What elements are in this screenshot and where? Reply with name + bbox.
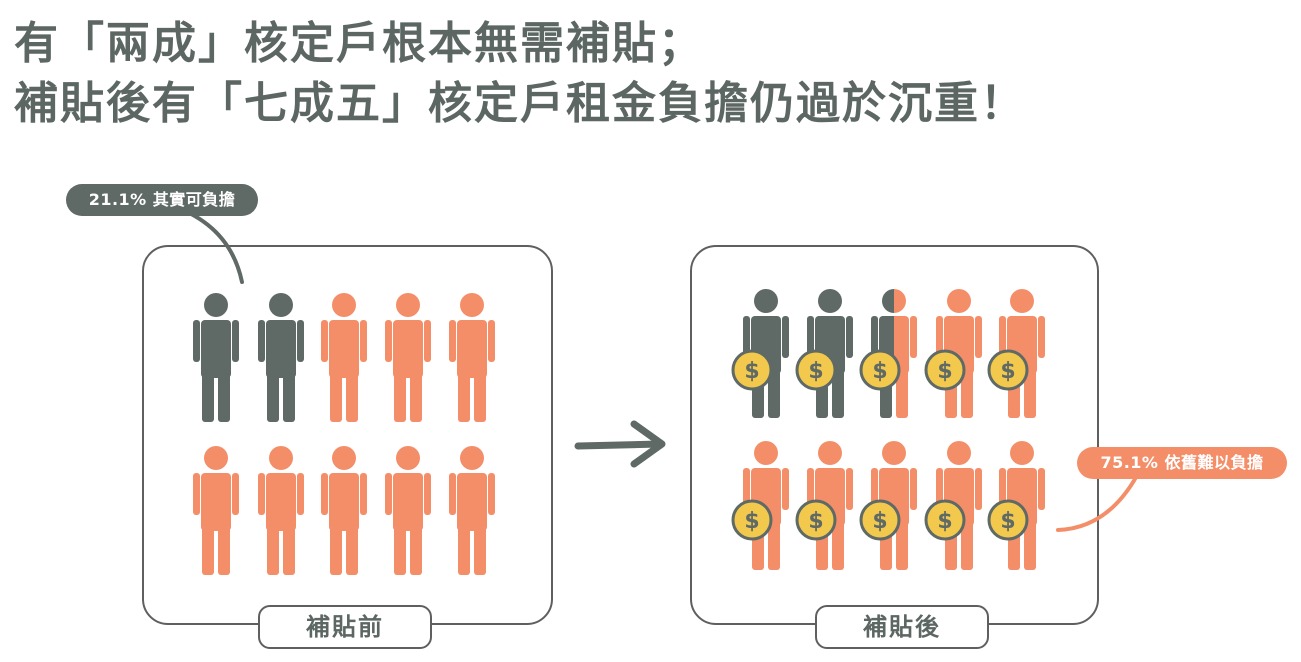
panel-label-after: 補貼後 [815,605,989,649]
person-icon [449,446,495,575]
person-icon [258,446,304,575]
page-title: 有「兩成」核定戶根本無需補貼； 補貼後有「七成五」核定戶租金負擔仍過於沉重！ [14,14,1026,134]
dollar-coin-icon: $ [924,349,966,391]
person-icon [871,289,917,418]
svg-text:$: $ [808,509,823,534]
dollar-coin-icon: $ [987,349,1029,391]
dollar-coin-icon: $ [924,499,966,541]
dollar-coin-icon: $ [859,499,901,541]
dollar-coin-icon: $ [731,499,773,541]
title-line-1: 有「兩成」核定戶根本無需補貼； [14,18,704,69]
person-icon [449,293,495,422]
dollar-coin-icon: $ [859,349,901,391]
svg-text:$: $ [1000,509,1015,534]
panel-label-before: 補貼前 [258,605,432,649]
title-line-2: 補貼後有「七成五」核定戶租金負擔仍過於沉重！ [14,78,1026,129]
callout-leader-affordable [168,203,244,284]
person-icon [385,293,431,422]
person-icon [193,293,239,422]
people-grid-after: $ $ $ $ $ $ $ $ $ $ [731,289,1045,570]
dollar-coin-icon: $ [987,499,1029,541]
callout-affordable: 21.1% 其實可負擔 [66,184,258,216]
person-icon [321,293,367,422]
svg-text:$: $ [937,359,952,384]
person-icon [385,446,431,575]
person-icon [193,446,239,575]
dollar-coin-icon: $ [795,349,837,391]
svg-text:$: $ [872,359,887,384]
person-icon [321,446,367,575]
svg-text:$: $ [1000,359,1015,384]
svg-text:$: $ [872,509,887,534]
svg-text:$: $ [808,359,823,384]
dollar-coin-icon: $ [731,349,773,391]
callout-unaffordable: 75.1% 依舊難以負擔 [1077,447,1287,479]
person-icon [258,293,304,422]
callout-leader-unaffordable [1056,468,1142,532]
people-grid-before [193,293,495,575]
svg-text:$: $ [744,359,759,384]
person-icon [999,289,1045,418]
svg-text:$: $ [937,509,952,534]
svg-text:$: $ [744,509,759,534]
arrow-right-icon [574,420,666,468]
dollar-coin-icon: $ [795,499,837,541]
